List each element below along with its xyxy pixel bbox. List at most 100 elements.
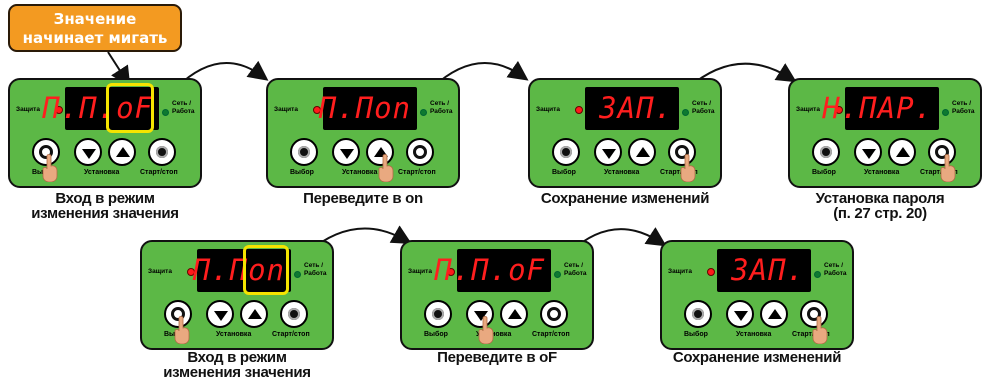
set-label: Установка [476, 331, 512, 338]
display-text: Н.ПАР. [822, 91, 933, 125]
protection-led-icon [447, 268, 455, 276]
startstop-label: Старт/стоп [140, 169, 178, 176]
caption-5: Вход в режим изменения значения [132, 350, 342, 380]
up-arrow-icon [374, 147, 388, 157]
down-arrow-icon [214, 311, 228, 321]
startstop-button[interactable] [928, 138, 956, 166]
select-button[interactable] [552, 138, 580, 166]
protection-led-icon [313, 106, 321, 114]
startstop-button[interactable] [406, 138, 434, 166]
select-button[interactable] [684, 300, 712, 328]
startstop-label: Старт/стоп [660, 169, 698, 176]
network-led-icon [554, 271, 561, 278]
caption-2-line1: Переведите в on [303, 190, 423, 207]
protection-label: Защита [536, 106, 560, 113]
set-label: Установка [604, 169, 640, 176]
caption-3-line1: Сохранение изменений [540, 190, 710, 207]
up-button[interactable] [628, 138, 656, 166]
down-button[interactable] [726, 300, 754, 328]
startstop-button[interactable] [668, 138, 696, 166]
caption-4-line2: (п. 27 стр. 20) [833, 205, 927, 222]
network-label: Сеть / Работа [172, 100, 204, 116]
down-button[interactable] [466, 300, 494, 328]
select-label: Выбор [424, 331, 448, 338]
network-label-line1: Сеть / [564, 262, 584, 269]
down-button[interactable] [854, 138, 882, 166]
protection-label: Защита [148, 268, 172, 275]
network-label-line2: Работа [304, 270, 327, 277]
display: П.П.oF [42, 87, 159, 130]
up-arrow-icon [116, 147, 130, 157]
display-text: П.Пon [192, 253, 285, 287]
network-led-icon [294, 271, 301, 278]
network-label-line1: Сеть / [304, 262, 324, 269]
startstop-button[interactable] [280, 300, 308, 328]
network-label-line2: Работа [172, 108, 195, 115]
up-button[interactable] [366, 138, 394, 166]
control-panel-3: Защита ЗАП. Сеть / Работа Выбор Установк… [528, 78, 722, 188]
network-label-line1: Сеть / [430, 100, 450, 107]
control-panel-7: Защита ЗАП. Сеть / Работа Выбор Установк… [660, 240, 854, 350]
finger-icon [478, 316, 494, 344]
finger-icon [378, 154, 394, 182]
set-label: Установка [216, 331, 252, 338]
finger-icon [42, 154, 58, 182]
select-button[interactable] [424, 300, 452, 328]
startstop-button[interactable] [148, 138, 176, 166]
display-text: П.П.oF [42, 91, 153, 125]
select-button[interactable] [32, 138, 60, 166]
caption-3: Сохранение изменений [508, 191, 742, 206]
network-label-line1: Сеть / [172, 100, 192, 107]
caption-1-line2: изменения значения [31, 205, 179, 222]
down-button[interactable] [594, 138, 622, 166]
up-arrow-icon [248, 309, 262, 319]
down-button[interactable] [206, 300, 234, 328]
caption-4: Установка пароля (п. 27 стр. 20) [780, 191, 980, 221]
down-arrow-icon [82, 149, 96, 159]
set-label: Установка [864, 169, 900, 176]
control-panel-1: Защита П.П.oF Сеть / Работа Выбор Устано… [8, 78, 202, 188]
caption-6: Переведите в oF [400, 350, 594, 365]
network-led-icon [682, 109, 689, 116]
down-button[interactable] [332, 138, 360, 166]
down-button[interactable] [74, 138, 102, 166]
caption-5-line1: Вход в режим [187, 349, 287, 366]
select-label: Выбор [684, 331, 708, 338]
up-button[interactable] [888, 138, 916, 166]
network-led-icon [162, 109, 169, 116]
finger-icon [940, 154, 956, 182]
up-button[interactable] [760, 300, 788, 328]
network-label: Сеть / Работа [564, 262, 596, 278]
set-label: Установка [84, 169, 120, 176]
display-text: ЗАП. [731, 253, 805, 287]
startstop-button[interactable] [540, 300, 568, 328]
protection-label: Защита [668, 268, 692, 275]
select-button[interactable] [812, 138, 840, 166]
up-arrow-icon [636, 147, 650, 157]
select-button[interactable] [164, 300, 192, 328]
down-arrow-icon [734, 311, 748, 321]
network-led-icon [420, 109, 427, 116]
network-label-line2: Работа [824, 270, 847, 277]
display: П.П.oF [434, 249, 551, 292]
display: ЗАП. [717, 249, 811, 292]
startstop-label: Старт/стоп [792, 331, 830, 338]
select-label: Выбор [552, 169, 576, 176]
up-button[interactable] [500, 300, 528, 328]
select-button[interactable] [290, 138, 318, 166]
startstop-button[interactable] [800, 300, 828, 328]
callout-line1: Значение [53, 10, 137, 28]
display-text: П.Пon [318, 91, 411, 125]
network-label-line1: Сеть / [952, 100, 972, 107]
control-panel-5: Защита П.Пon Сеть / Работа Выбор Установ… [140, 240, 334, 350]
display-text: П.П.oF [434, 253, 545, 287]
protection-led-icon [835, 106, 843, 114]
startstop-label: Старт/стоп [398, 169, 436, 176]
up-button[interactable] [108, 138, 136, 166]
network-label-line2: Работа [564, 270, 587, 277]
startstop-label: Старт/стоп [920, 169, 958, 176]
up-button[interactable] [240, 300, 268, 328]
down-arrow-icon [474, 311, 488, 321]
network-label: Сеть / Работа [304, 262, 336, 278]
network-label: Сеть / Работа [824, 262, 856, 278]
